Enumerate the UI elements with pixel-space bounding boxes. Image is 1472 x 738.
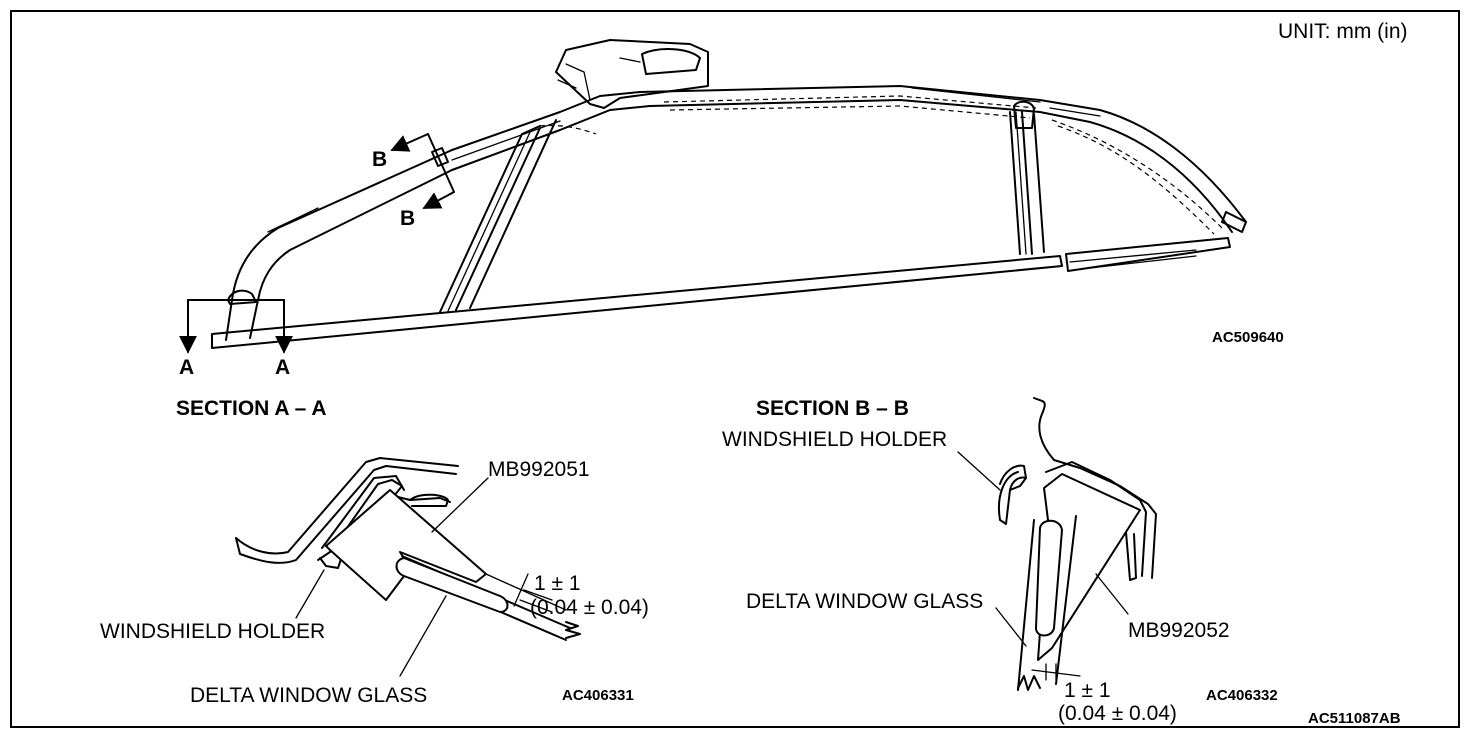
- section-b-dimension-mm: 1 ± 1: [1064, 679, 1111, 702]
- section-a-figure-code: AC406331: [562, 687, 634, 704]
- section-a-glass-label: DELTA WINDOW GLASS: [190, 684, 427, 707]
- section-b-marker-top: B: [372, 148, 387, 171]
- section-b-marker-bottom: B: [400, 207, 415, 230]
- section-a-marker-left: A: [179, 356, 194, 379]
- section-a-dimension: [513, 573, 553, 613]
- section-a-dimension-in: (0.04 ± 0.04): [530, 596, 649, 619]
- section-a-holder-label: WINDSHIELD HOLDER: [100, 620, 325, 643]
- section-a-tool-label: MB992051: [488, 458, 590, 481]
- unit-label: UNIT: mm (in): [1278, 20, 1408, 43]
- section-a-dimension-mm: 1 ± 1: [534, 572, 581, 595]
- section-b-dimension: [1031, 663, 1081, 681]
- figure-frame: [10, 10, 1460, 728]
- section-a-holder-leader: [295, 569, 325, 619]
- section-b-cut-line: [390, 133, 455, 209]
- section-a-tool-leader: [431, 477, 489, 533]
- section-b-glass-label: DELTA WINDOW GLASS: [746, 590, 983, 613]
- section-b-drawing: [998, 397, 1157, 691]
- sheet-code: AC511087AB: [1308, 710, 1401, 727]
- overview-figure-code: AC509640: [1212, 329, 1284, 346]
- section-a-title: SECTION A – A: [176, 397, 327, 420]
- section-b-title: SECTION B – B: [756, 397, 909, 420]
- section-b-tool-label: MB992052: [1128, 619, 1230, 642]
- section-b-dimension-in: (0.04 ± 0.04): [1058, 702, 1177, 725]
- section-b-glass-leader: [995, 607, 1027, 647]
- section-b-figure-code: AC406332: [1206, 687, 1278, 704]
- section-b-holder-label: WINDSHIELD HOLDER: [722, 428, 947, 451]
- section-b-tool-leader: [1095, 573, 1129, 615]
- section-b-holder-leader: [957, 451, 1001, 491]
- section-a-drawing: [235, 457, 581, 641]
- door-frame-illustration: [211, 39, 1247, 349]
- section-a-cut-line: [179, 299, 293, 354]
- section-a-glass-leader: [399, 595, 447, 677]
- section-a-marker-right: A: [275, 356, 290, 379]
